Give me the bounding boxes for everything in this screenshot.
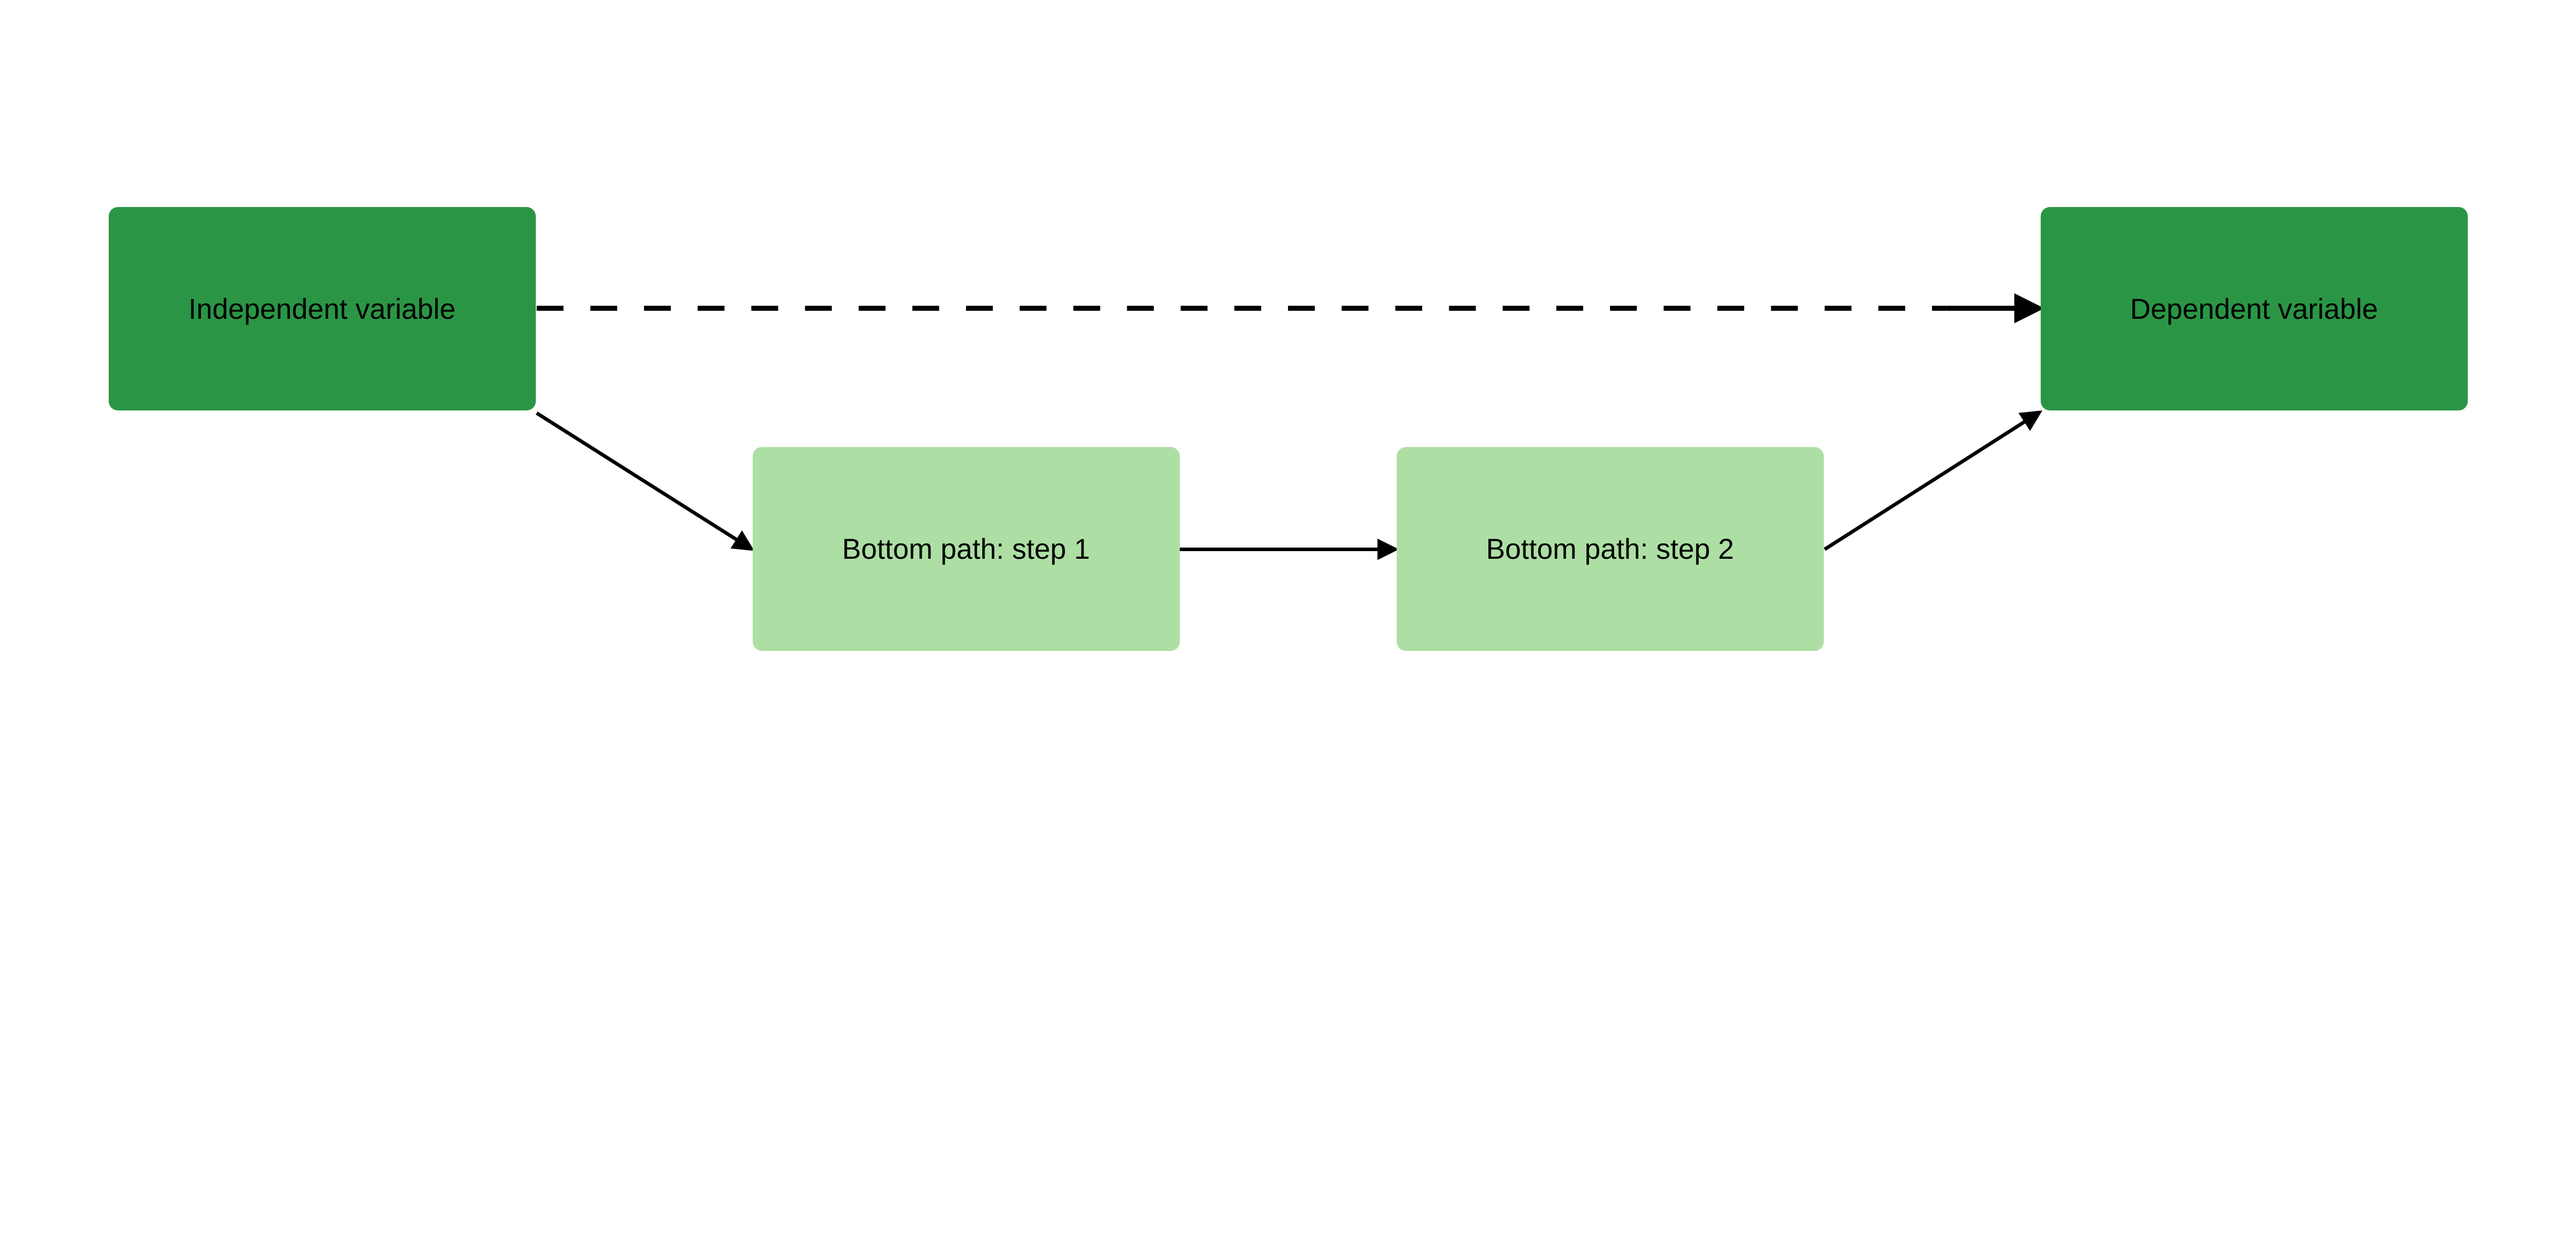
node-label: Bottom path: step 2	[1486, 533, 1734, 565]
edge-step2-to-dependent	[1823, 410, 2043, 551]
node-label: Independent variable	[188, 293, 456, 325]
node-bottom-path-step-1: Bottom path: step 1	[752, 447, 1180, 651]
node-label: Bottom path: step 1	[842, 533, 1090, 565]
node-label: Dependent variable	[2130, 293, 2378, 325]
node-dependent-variable: Dependent variable	[2040, 207, 2468, 411]
edge-independent-to-step1	[535, 411, 755, 551]
node-independent-variable: Independent variable	[108, 207, 536, 411]
node-bottom-path-step-2: Bottom path: step 2	[1396, 447, 1824, 651]
edges-layer	[535, 293, 2045, 560]
diagram-canvas: Independent variable Dependent variable …	[108, 207, 2468, 651]
